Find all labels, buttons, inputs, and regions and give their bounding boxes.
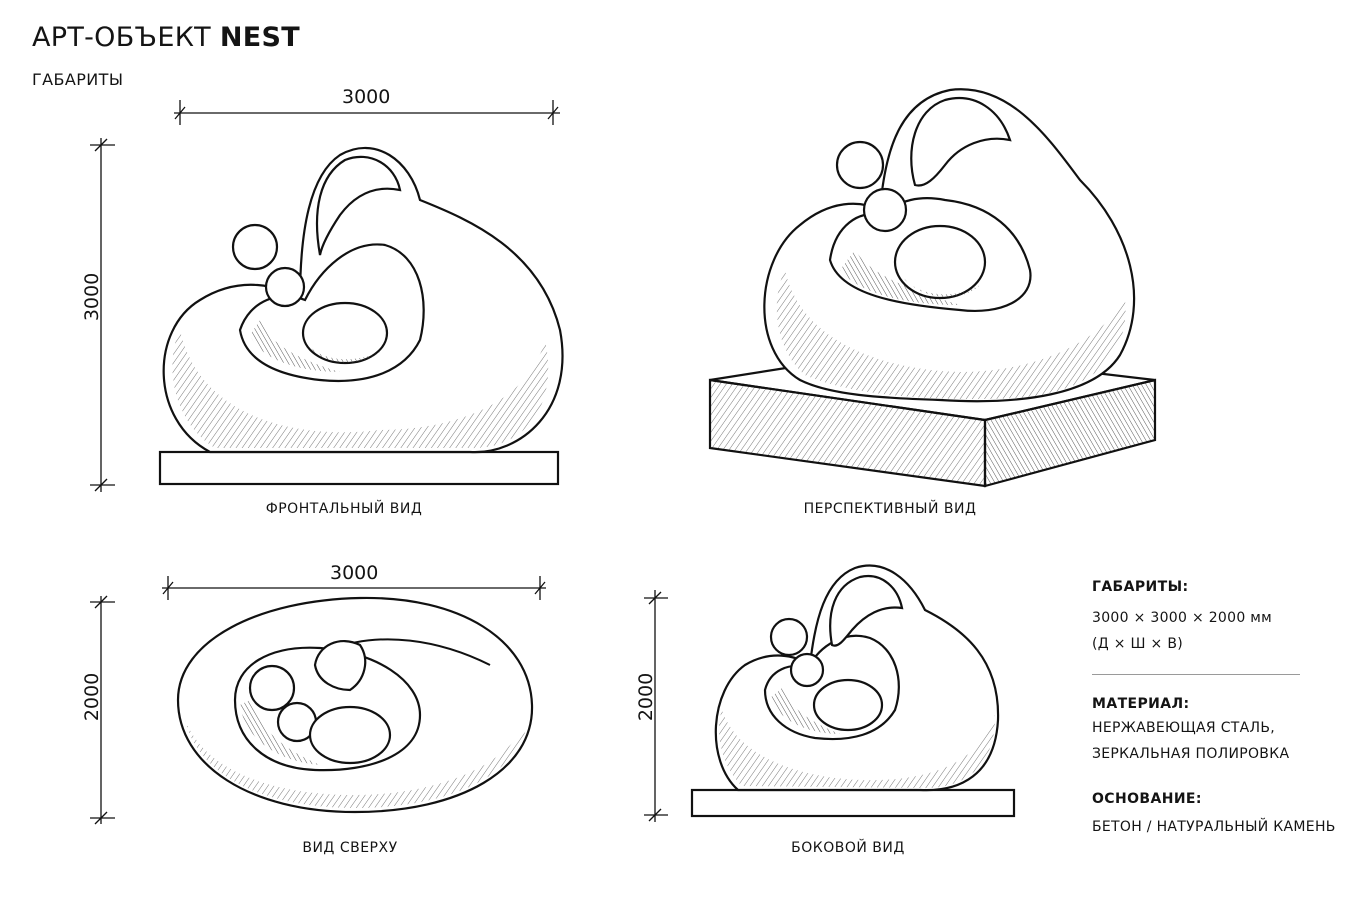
front-view (158, 146, 564, 486)
side-view-caption: БОКОВОЙ ВИД (791, 840, 905, 856)
side-view-base (690, 788, 1016, 818)
material-line1: НЕРЖАВЕЮЩАЯ СТАЛЬ, (1092, 720, 1275, 736)
top-view-egg (308, 705, 392, 765)
top-width-dimension (162, 576, 546, 600)
side-view-head-small (789, 652, 825, 688)
top-view-caption: ВИД СВЕРХУ (302, 840, 398, 856)
material-heading: МАТЕРИАЛ: (1092, 696, 1190, 712)
base-value: БЕТОН / НАТУРАЛЬНЫЙ КАМЕНЬ (1092, 819, 1336, 835)
top-view-head-large (248, 664, 296, 712)
side-view (690, 564, 1016, 818)
title-prefix: АРТ-ОБЪЕКТ (32, 22, 211, 53)
base-heading: ОСНОВАНИЕ: (1092, 791, 1202, 807)
dimensions-heading: ГАБАРИТЫ: (1092, 579, 1189, 595)
page-title: АРТ-ОБЪЕКТ NEST (32, 22, 300, 53)
front-view-egg (301, 301, 389, 365)
perspective-view (708, 88, 1157, 488)
front-width-dimension (174, 100, 560, 125)
front-view-caption: ФРОНТАЛЬНЫЙ ВИД (265, 501, 423, 517)
perspective-view-base-side (983, 378, 1157, 488)
front-width-label: 3000 (342, 86, 391, 108)
perspective-view-head-small (862, 187, 908, 233)
top-view (176, 596, 534, 814)
perspective-view-egg (893, 224, 987, 300)
side-height-dimension (644, 590, 668, 822)
perspective-view-head-large (835, 140, 885, 190)
perspective-view-caption: ПЕРСПЕКТИВНЫЙ ВИД (803, 501, 977, 517)
front-height-label: 3000 (81, 272, 104, 322)
dimensions-axes: (Д × Ш × В) (1092, 636, 1183, 652)
top-height-label: 2000 (81, 672, 104, 722)
dimensions-value: 3000 × 3000 × 2000 мм (1092, 610, 1273, 626)
top-height-dimension (90, 595, 115, 825)
material-line2: ЗЕРКАЛЬНАЯ ПОЛИРОВКА (1092, 746, 1290, 762)
top-width-label: 3000 (330, 562, 379, 584)
front-view-head-large (231, 223, 279, 271)
side-view-egg (812, 678, 884, 732)
specs-divider (1092, 674, 1300, 675)
front-view-head-small (264, 266, 306, 308)
front-view-base (158, 450, 560, 486)
page-subtitle: ГАБАРИТЫ (32, 70, 124, 89)
side-height-label: 2000 (635, 672, 658, 722)
side-view-head-large (769, 617, 809, 657)
title-name: NEST (219, 22, 300, 53)
front-height-dimension (90, 138, 115, 492)
